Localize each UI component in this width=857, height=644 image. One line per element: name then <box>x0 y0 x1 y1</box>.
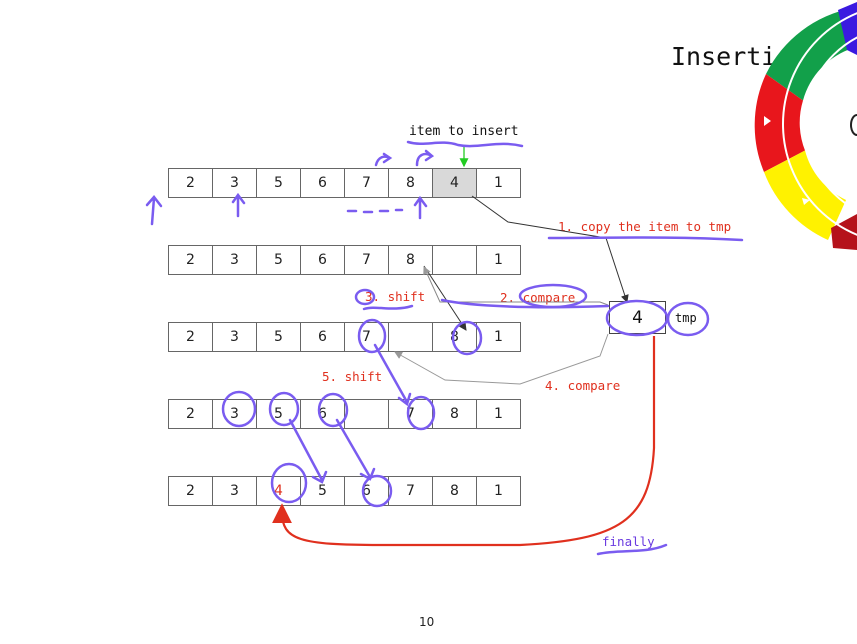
step-compare-again-label: 4. compare <box>545 378 621 393</box>
circle-4-final <box>270 462 308 504</box>
array-cell: 2 <box>168 168 213 198</box>
array-cell: 7 <box>388 476 433 506</box>
array-row-initial: 2 3 5 6 7 8 4 1 <box>168 168 521 198</box>
circle-6 <box>317 392 349 428</box>
underline-copy <box>547 236 744 242</box>
array-cell: 1 <box>476 322 521 352</box>
color-wheel-red-segment[interactable] <box>754 74 805 172</box>
circle-7-row4 <box>406 395 436 431</box>
array-cell: 2 <box>168 322 213 352</box>
array-cell: 6 <box>300 322 345 352</box>
array-cell: 7 <box>344 245 389 275</box>
page-number: 10 <box>419 615 435 629</box>
step-finally-label: finally <box>602 534 655 549</box>
underline-shift <box>362 304 414 311</box>
color-wheel-center-mark <box>850 114 857 136</box>
array-row-after-copy: 2 3 5 6 7 8 1 <box>168 245 521 275</box>
array-cell: 2 <box>168 245 213 275</box>
array-cell: 2 <box>168 399 213 429</box>
up-arrow-annotation <box>145 195 163 226</box>
shift-6-arrow-annotation <box>335 418 376 481</box>
item-to-insert-label: item to insert <box>409 124 519 139</box>
tmp-label: tmp <box>675 311 697 325</box>
color-wheel-icon[interactable] <box>747 0 857 260</box>
dashed-underline <box>346 208 404 214</box>
array-cell: 3 <box>212 245 257 275</box>
copy-to-tmp-arrow <box>471 195 629 303</box>
step-copy-label: 1. copy the item to tmp <box>558 219 732 234</box>
color-wheel-darkred-segment[interactable] <box>831 214 857 250</box>
array-cell: 5 <box>256 245 301 275</box>
array-cell: 8 <box>388 168 433 198</box>
array-cell: 7 <box>344 168 389 198</box>
step-shift-label: 3. shift <box>365 289 426 304</box>
array-cell: 2 <box>168 476 213 506</box>
step-shift-again-label: 5. shift <box>322 369 383 384</box>
array-cell: 3 <box>212 476 257 506</box>
array-cell: 1 <box>476 245 521 275</box>
circle-7 <box>357 318 387 354</box>
up-arrow-annotation <box>413 195 428 220</box>
array-cell: 1 <box>476 168 521 198</box>
up-arrow-annotation <box>231 192 246 218</box>
array-cell: 1 <box>476 399 521 429</box>
circle-shift-number <box>354 288 376 306</box>
array-cell: 3 <box>212 322 257 352</box>
color-wheel-outer-ring <box>782 12 857 236</box>
array-cell: 3 <box>212 399 257 429</box>
shift-5-arrow-annotation <box>288 418 328 484</box>
circle-6-final <box>361 474 393 508</box>
circle-compare <box>518 283 588 309</box>
shift-8-arrow <box>423 265 467 331</box>
circle-tmp-value <box>605 299 669 337</box>
color-wheel-green-segment[interactable] <box>766 8 853 101</box>
curved-arrow-annotation <box>415 149 435 167</box>
array-row-after-shift-1: 2 3 5 6 7 8 1 <box>168 322 521 352</box>
circle-5 <box>268 391 300 427</box>
color-wheel-bottom-marker <box>802 198 810 205</box>
curved-arrow-annotation <box>374 152 393 167</box>
shift-7-arrow-annotation <box>373 343 412 407</box>
compare-stroke <box>440 298 610 309</box>
compare-arrow <box>423 266 609 306</box>
underline-item-to-insert <box>406 140 524 148</box>
color-wheel-yellow-segment[interactable] <box>764 150 846 241</box>
array-cell: 6 <box>300 245 345 275</box>
step-compare-label: 2. compare <box>500 290 576 305</box>
color-wheel-inner-ring <box>804 36 857 212</box>
final-insert-arrow <box>272 336 656 547</box>
circle-8 <box>451 320 483 356</box>
circle-3 <box>221 390 257 428</box>
color-wheel-left-marker <box>764 116 771 126</box>
array-cell: 3 <box>212 168 257 198</box>
array-cell-empty <box>432 245 477 275</box>
handwritten-annotations <box>145 140 744 556</box>
compare-again-arrow <box>394 333 609 385</box>
underline-finally <box>596 543 668 556</box>
slide-title: Inserti <box>671 42 777 71</box>
array-cell: 1 <box>476 476 521 506</box>
color-wheel-top-marker <box>842 55 850 62</box>
circle-tmp-label <box>666 301 710 337</box>
